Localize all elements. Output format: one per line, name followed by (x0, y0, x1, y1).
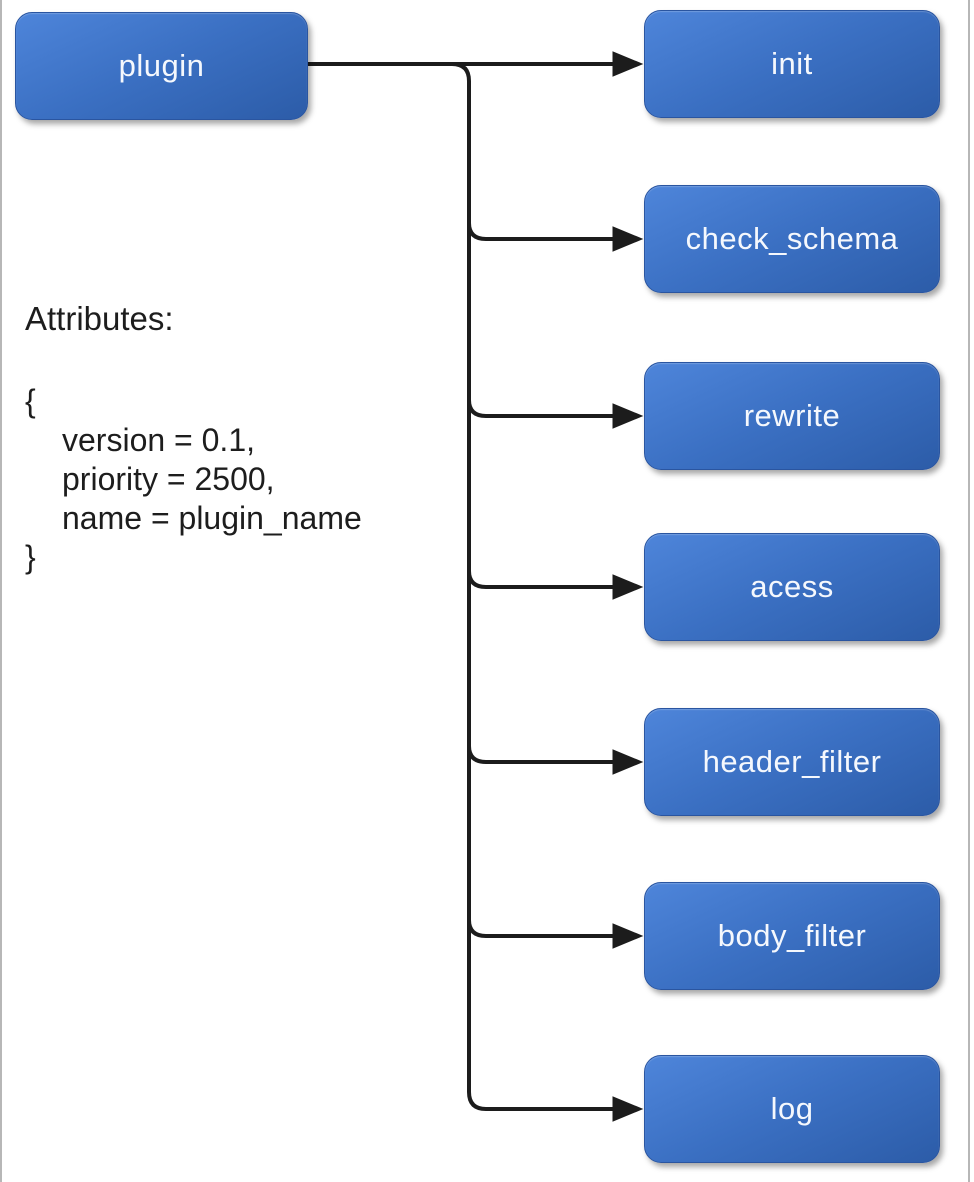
attribute-line-name: name = plugin_name (62, 500, 362, 536)
node-rewrite: rewrite (644, 362, 940, 470)
node-init-label: init (771, 46, 813, 81)
branch-body-filter (467, 919, 614, 938)
node-rewrite-label: rewrite (743, 398, 841, 433)
node-acess-label: acess (750, 569, 834, 604)
node-check-schema: check_schema (644, 185, 940, 293)
arrowhead-acess (612, 574, 644, 600)
attribute-line-priority: priority = 2500, (62, 461, 275, 497)
node-check-schema-label: check_schema (685, 221, 899, 256)
arrowhead-check-schema (612, 226, 644, 252)
attribute-line-version: version = 0.1, (62, 422, 255, 458)
branch-rewrite (467, 399, 614, 418)
node-plugin: plugin (15, 12, 308, 120)
arrowhead-header-filter (612, 749, 644, 775)
attributes-brace-open: { (25, 383, 36, 419)
node-acess: acess (644, 533, 940, 641)
node-header-filter: header_filter (644, 708, 940, 816)
branch-header-filter (467, 745, 614, 764)
attributes-brace-close: } (25, 539, 36, 575)
right-edge-guide-line (968, 0, 970, 1182)
node-body-filter: body_filter (644, 882, 940, 990)
trunk-line (451, 62, 614, 1111)
node-log-label: log (770, 1091, 814, 1126)
arrowhead-body-filter (612, 923, 644, 949)
arrowhead-init (612, 51, 644, 77)
node-header-filter-label: header_filter (702, 744, 882, 779)
node-plugin-label: plugin (118, 48, 205, 83)
arrowhead-rewrite (612, 403, 644, 429)
arrowhead-log (612, 1096, 644, 1122)
node-log: log (644, 1055, 940, 1163)
node-init: init (644, 10, 940, 118)
attributes-title: Attributes: (25, 300, 174, 337)
node-body-filter-label: body_filter (717, 918, 867, 953)
left-edge-guide-line (0, 0, 2, 1182)
attributes-note: Attributes: { version = 0.1, priority = … (25, 300, 362, 577)
branch-acess (467, 570, 614, 589)
branch-check-schema (467, 222, 614, 241)
